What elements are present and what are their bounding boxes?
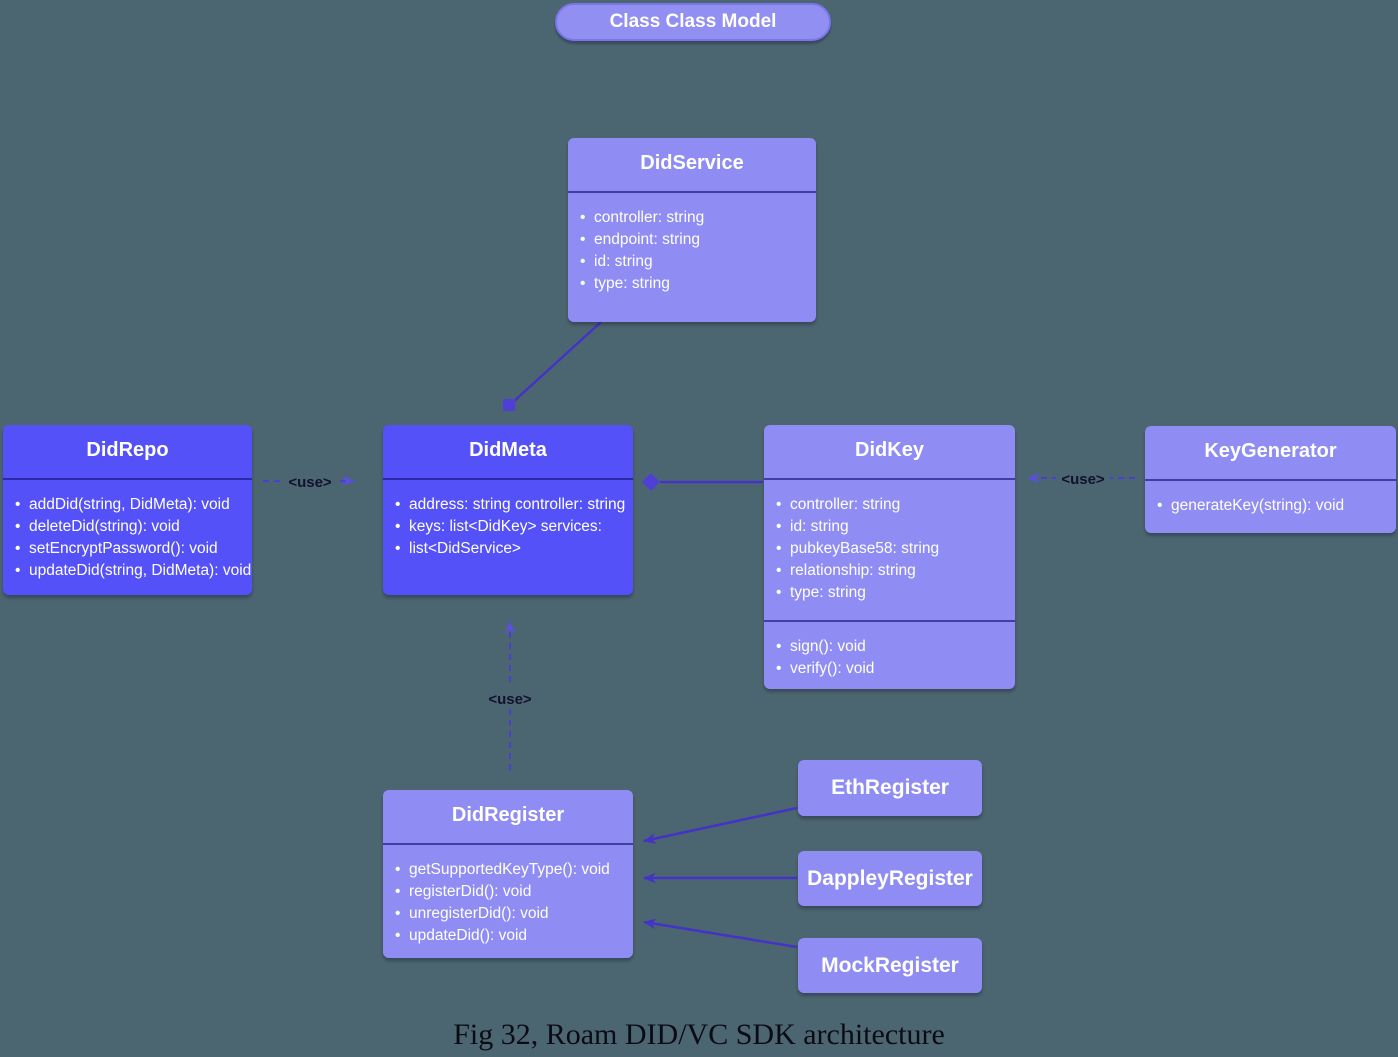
class-box-didregister: DidRegister getSupportedKeyType(): void … bbox=[383, 790, 633, 958]
class-member-list: controller: string id: string pubkeyBase… bbox=[764, 494, 1015, 604]
class-divider bbox=[764, 478, 1015, 480]
class-member: updateDid(): void bbox=[395, 925, 623, 947]
class-member: relationship: string bbox=[776, 560, 1005, 582]
class-member: list<DidService> bbox=[395, 538, 623, 560]
class-divider bbox=[1145, 479, 1396, 481]
class-divider bbox=[383, 478, 633, 480]
class-title: DidRegister bbox=[451, 804, 565, 826]
class-title: DappleyRegister bbox=[807, 866, 973, 890]
edge-didregister-didmeta: <use> bbox=[483, 620, 537, 770]
class-title: DidService bbox=[640, 152, 744, 174]
class-member: type: string bbox=[580, 273, 806, 295]
class-title: DidKey bbox=[855, 439, 924, 461]
use-label: <use> bbox=[488, 691, 532, 708]
class-member: keys: list<DidKey> services: bbox=[395, 516, 623, 538]
class-title: DidMeta bbox=[469, 439, 547, 461]
edge-mockregister-didregister bbox=[642, 918, 798, 949]
class-box-keygenerator: KeyGenerator generateKey(string): void bbox=[1145, 426, 1396, 533]
class-member: setEncryptPassword(): void bbox=[15, 538, 242, 560]
class-member: controller: string bbox=[580, 207, 806, 229]
class-title: MockRegister bbox=[821, 953, 959, 977]
use-label: <use> bbox=[288, 474, 332, 491]
class-box-didrepo: DidRepo addDid(string, DidMeta): void de… bbox=[3, 425, 252, 595]
class-box-dappleyregister: DappleyRegister bbox=[798, 851, 982, 906]
class-member: controller: string bbox=[776, 494, 1005, 516]
class-member: type: string bbox=[776, 582, 1005, 604]
class-member-list: getSupportedKeyType(): void registerDid(… bbox=[383, 859, 633, 947]
class-member: updateDid(string, DidMeta): void bbox=[15, 560, 251, 582]
class-box-didservice: DidService controller: string endpoint: … bbox=[568, 138, 816, 322]
class-member-list: address: string controller: string keys:… bbox=[383, 494, 633, 560]
edge-didservice-didmeta bbox=[503, 321, 602, 411]
diagram-title-text: Class Class Model bbox=[609, 11, 777, 32]
class-divider bbox=[3, 478, 252, 480]
class-box-mockregister: MockRegister bbox=[798, 938, 982, 993]
square-end-marker bbox=[503, 399, 515, 411]
class-member-list: addDid(string, DidMeta): void deleteDid(… bbox=[3, 494, 252, 582]
class-member: pubkeyBase58: string bbox=[776, 538, 1005, 560]
class-member-list: controller: string endpoint: string id: … bbox=[568, 207, 816, 295]
class-divider bbox=[568, 191, 816, 193]
edge-keygenerator-didkey: <use> bbox=[1026, 467, 1135, 488]
diamond-end-marker bbox=[642, 473, 660, 491]
class-member: deleteDid(string): void bbox=[15, 516, 242, 538]
class-member: address: string controller: string bbox=[395, 494, 625, 516]
class-box-didmeta: DidMeta address: string controller: stri… bbox=[383, 425, 633, 595]
class-divider bbox=[764, 620, 1015, 622]
class-title: EthRegister bbox=[831, 776, 949, 799]
edge-didrepo-didmeta: <use> bbox=[263, 470, 356, 491]
use-label: <use> bbox=[1061, 471, 1105, 488]
class-divider bbox=[383, 843, 633, 845]
diagram-title-badge: Class Class Model bbox=[555, 3, 831, 41]
class-member-list: generateKey(string): void bbox=[1145, 495, 1396, 517]
class-member-list: sign(): void verify(): void bbox=[764, 636, 1015, 680]
class-box-didkey: DidKey controller: string id: string pub… bbox=[764, 425, 1015, 689]
class-box-ethregister: EthRegister bbox=[798, 760, 982, 816]
class-title: KeyGenerator bbox=[1204, 440, 1337, 462]
class-member: id: string bbox=[580, 251, 806, 273]
class-member: generateKey(string): void bbox=[1157, 495, 1386, 517]
class-member: unregisterDid(): void bbox=[395, 903, 623, 925]
class-member: verify(): void bbox=[776, 658, 1005, 680]
class-member: endpoint: string bbox=[580, 229, 806, 251]
class-member: id: string bbox=[776, 516, 1005, 538]
figure-caption: Fig 32, Roam DID/VC SDK architecture bbox=[453, 1018, 945, 1051]
class-member: addDid(string, DidMeta): void bbox=[15, 494, 242, 516]
class-title: DidRepo bbox=[86, 439, 169, 461]
class-member: sign(): void bbox=[776, 636, 1005, 658]
edge-ethregister-didregister bbox=[642, 806, 798, 844]
class-member: registerDid(): void bbox=[395, 881, 623, 903]
class-member: getSupportedKeyType(): void bbox=[395, 859, 623, 881]
edge-didkey-didmeta bbox=[642, 473, 763, 491]
